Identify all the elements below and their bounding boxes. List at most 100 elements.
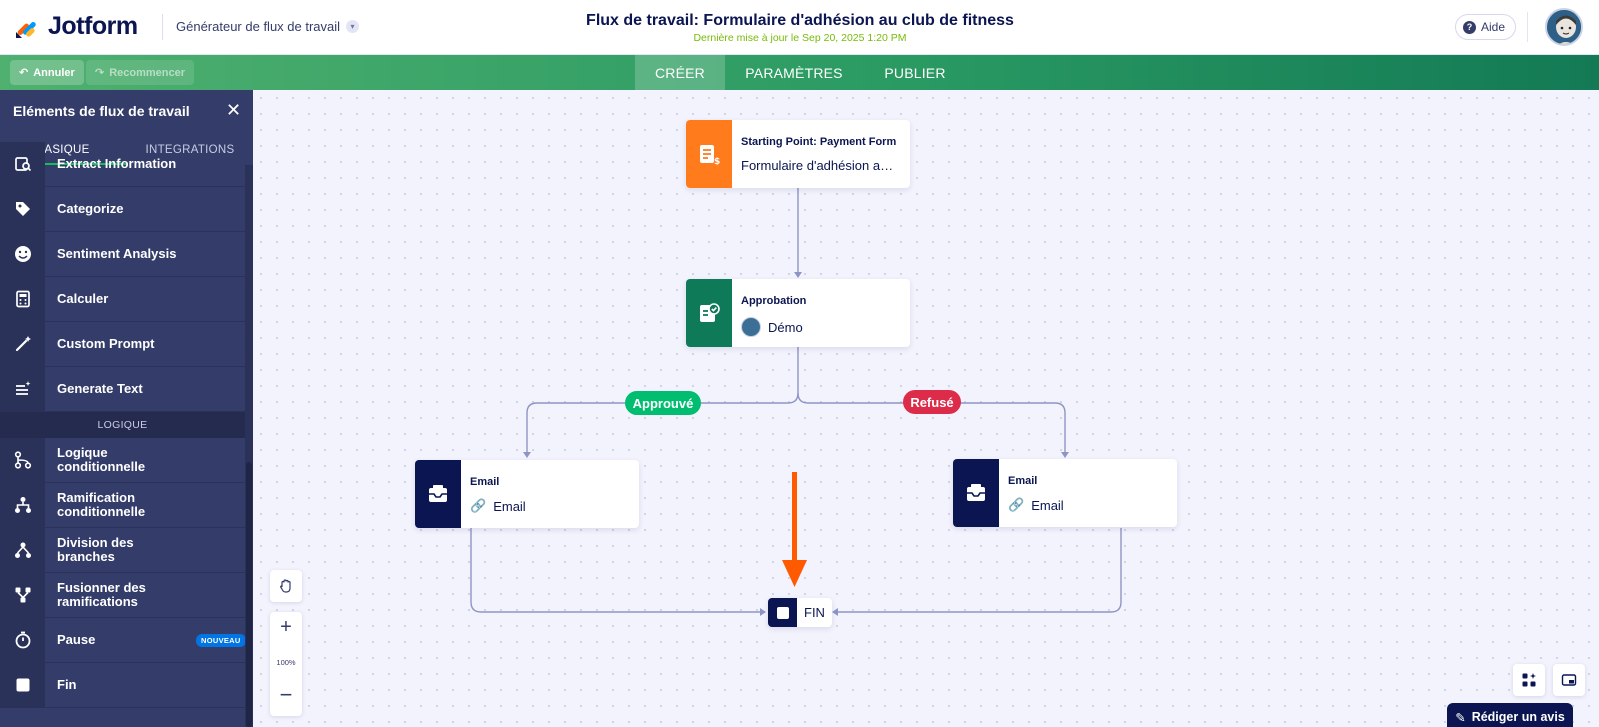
undo-button[interactable]: ↶ Annuler	[10, 60, 84, 85]
sidebar-item-label: Fin	[57, 677, 77, 692]
sidebar-item-label: Division des branches	[57, 535, 134, 564]
sidebar-item-label: Fusionner des ramifications	[57, 580, 146, 609]
zoom-controls: + 100% −	[270, 612, 302, 716]
sidebar-scrollbar-thumb[interactable]	[246, 462, 252, 727]
zoom-level: 100%	[276, 658, 296, 667]
builder-selector[interactable]: Générateur de flux de travail ▾	[176, 19, 360, 34]
sidebar-item-conditional-logic[interactable]: Logique conditionnelle	[0, 437, 245, 483]
minimap-button[interactable]	[1553, 664, 1585, 696]
brand-name: Jotform	[48, 12, 138, 40]
pan-hand-button[interactable]	[270, 570, 302, 602]
approval-icon	[686, 279, 732, 347]
sidebar-item-calculate[interactable]: Calculer	[0, 276, 245, 322]
payment-form-icon: $	[686, 120, 732, 188]
redo-button[interactable]: ↷ Recommencer	[86, 60, 195, 85]
redo-icon: ↷	[95, 67, 105, 79]
conditional-branch-icon	[0, 482, 45, 528]
approval-node[interactable]: Approbation Démo	[686, 279, 910, 347]
jotform-logo-icon	[16, 21, 36, 38]
end-square-icon	[0, 662, 45, 708]
branch-refused-label[interactable]: Refusé	[903, 390, 961, 414]
email-envelope-icon	[953, 459, 999, 527]
start-node-payment-form[interactable]: $ Starting Point: Payment Form Formulair…	[686, 120, 910, 188]
sidebar-item-split-branches[interactable]: Division des branches	[0, 527, 245, 573]
tab-publish[interactable]: PUBLIER	[884, 64, 946, 81]
branch-approved-label[interactable]: Approuvé	[625, 391, 701, 415]
sidebar-item-end[interactable]: Fin	[0, 662, 245, 708]
sidebar-item-label: Categorize	[57, 201, 124, 216]
svg-text:$: $	[714, 157, 720, 166]
email-envelope-icon	[415, 460, 461, 528]
sidebar-header: Eléments de flux de travail ✕	[0, 90, 253, 135]
active-tab-indicator	[0, 163, 126, 165]
sidebar-item-conditional-branch[interactable]: Ramification conditionnelle	[0, 482, 245, 528]
end-node[interactable]: FIN	[768, 598, 832, 627]
new-badge: NOUVEAU	[196, 634, 246, 647]
email-node-right[interactable]: Email 🔗 Email	[953, 459, 1177, 527]
review-label: Rédiger un avis	[1471, 710, 1565, 724]
calculator-icon	[0, 276, 45, 322]
sidebar-item-generate-text[interactable]: Generate Text	[0, 366, 245, 412]
jotform-logo[interactable]: Jotform	[14, 12, 138, 41]
sidebar-item-label: Pause	[57, 632, 96, 647]
help-button[interactable]: ? Aide	[1455, 14, 1517, 40]
tab-settings[interactable]: PARAMÈTRES	[745, 64, 843, 81]
link-icon: 🔗	[470, 498, 487, 513]
sidebar-tab-integrations[interactable]: INTEGRATIONS	[145, 144, 235, 156]
sidebar-item-custom-prompt[interactable]: Custom Prompt	[0, 321, 245, 367]
header-divider	[162, 14, 163, 40]
chevron-down-icon: ▾	[346, 20, 360, 33]
sidebar-item-label: Calculer	[57, 291, 109, 306]
workflow-elements-sidebar: Eléments de flux de travail ✕ BASIQUE IN…	[0, 90, 253, 727]
email-node-left[interactable]: Email 🔗 Email	[415, 460, 639, 528]
close-icon[interactable]: ✕	[226, 100, 242, 120]
zoom-in-button[interactable]: +	[280, 616, 292, 638]
sidebar-item-label: Ramification conditionnelle	[57, 490, 146, 519]
email-node-title: Email	[470, 476, 500, 488]
workflow-title-block: Flux de travail: Formulaire d'adhésion a…	[500, 12, 1100, 44]
timer-icon	[0, 617, 45, 663]
sidebar-item-categorize[interactable]: Categorize	[0, 186, 245, 232]
apps-button[interactable]	[1513, 664, 1545, 696]
help-label: Aide	[1481, 20, 1506, 34]
sidebar-item-extract-information[interactable]: Extract Information	[0, 141, 245, 187]
redo-label: Recommencer	[109, 66, 186, 79]
header-divider-right	[1527, 12, 1528, 42]
link-icon: 🔗	[1008, 497, 1025, 512]
avatar-face-icon	[1547, 10, 1581, 44]
apps-grid-icon	[1522, 673, 1536, 687]
start-node-subtitle: Formulaire d'adhésion au club de fitness	[741, 158, 900, 173]
split-branches-icon	[0, 527, 45, 573]
section-logic-heading: LOGIQUE	[0, 412, 245, 438]
sidebar-item-sentiment-analysis[interactable]: Sentiment Analysis	[0, 231, 245, 277]
sidebar-item-label: Extract Information	[57, 156, 177, 171]
magic-wand-icon	[0, 321, 45, 367]
zoom-out-button[interactable]: −	[279, 682, 293, 707]
sidebar-tab-basic[interactable]: BASIQUE	[36, 144, 90, 156]
end-node-label: FIN	[804, 605, 825, 620]
sidebar-scrollbar-track[interactable]	[245, 165, 253, 727]
approver-avatar	[741, 317, 761, 337]
approver-name: Démo	[768, 319, 803, 335]
top-header: Jotform Générateur de flux de travail ▾ …	[0, 0, 1599, 55]
review-icon: ✎	[1455, 710, 1466, 725]
sidebar-item-merge-branches[interactable]: Fusionner des ramifications	[0, 572, 245, 618]
sidebar-item-pause[interactable]: Pause NOUVEAU	[0, 617, 246, 663]
undo-icon: ↶	[19, 67, 29, 79]
sidebar-item-label: Custom Prompt	[57, 336, 155, 351]
last-updated-text: Dernière mise à jour le Sep 20, 2025 1:2…	[693, 32, 907, 44]
categorize-icon	[0, 186, 45, 232]
tab-create[interactable]: CRÉER	[635, 55, 725, 90]
minimap-icon	[1561, 674, 1577, 686]
hand-icon	[280, 579, 291, 593]
builder-toolbar: ↶ Annuler ↷ Recommencer CRÉER PARAMÈTRES…	[0, 55, 1599, 90]
workflow-title[interactable]: Flux de travail: Formulaire d'adhésion a…	[586, 12, 1014, 29]
user-avatar[interactable]	[1545, 8, 1583, 46]
write-review-button[interactable]: ✎ Rédiger un avis	[1447, 703, 1573, 727]
approval-node-title: Approbation	[741, 295, 807, 307]
sidebar-element-list: Extract Information Categorize Sentiment…	[0, 141, 246, 708]
generate-text-icon	[0, 366, 45, 412]
email-node-subtitle: Email	[1031, 497, 1064, 513]
sidebar-item-label: Sentiment Analysis	[57, 246, 177, 261]
conditional-logic-icon	[0, 437, 45, 483]
